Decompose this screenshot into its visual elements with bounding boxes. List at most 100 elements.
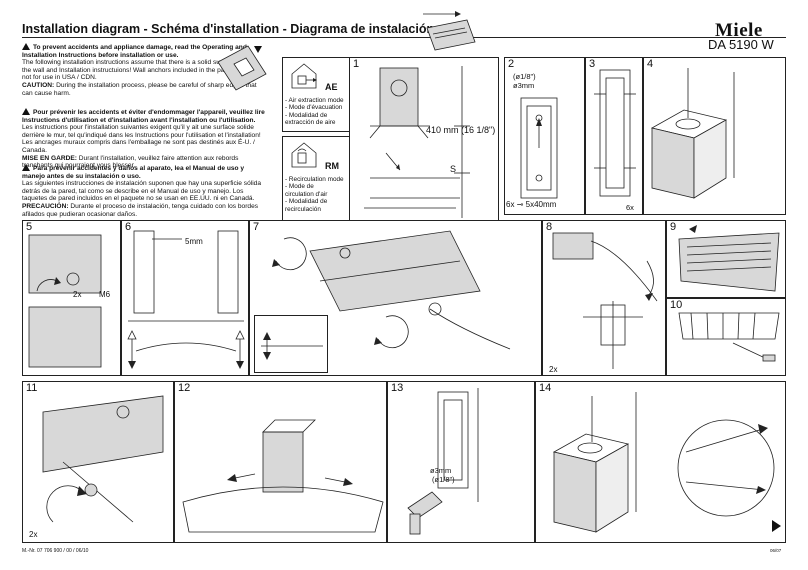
screw-size: 5x40mm — [525, 200, 557, 209]
nut-size: M6 — [99, 290, 111, 299]
page-title: Installation diagram - Schéma d'installa… — [22, 22, 435, 36]
mode-label: - Recirculation mode — [285, 176, 344, 183]
step-2-screw-spec: 6x ⊸ 5x40mm — [506, 200, 556, 209]
step-3-panel: 3 6x — [585, 57, 643, 215]
step-number: 10 — [670, 299, 683, 311]
step-number: 7 — [253, 221, 260, 233]
step-number: 1 — [353, 58, 360, 70]
mode-labels-rm: - Recirculation mode - Mode de circulati… — [285, 176, 344, 213]
screw-icon: ⊸ — [516, 200, 524, 209]
caution-label-en: CAUTION: — [22, 81, 55, 89]
s-label: S — [450, 164, 457, 174]
step-14-final-mount-illustration — [552, 392, 775, 533]
header-rule — [22, 37, 786, 38]
step-number: 6 — [125, 221, 132, 233]
step-7-panel: 7 — [249, 220, 542, 376]
warning-heading-en: To prevent accidents and appliance damag… — [22, 44, 247, 59]
document-code: 06/07 — [770, 548, 782, 553]
step-12-chimney-slide-illustration — [182, 419, 384, 533]
step-2-panel: 2 (ø1/8") ø3mm — [504, 57, 585, 215]
step-number: 13 — [391, 382, 404, 394]
caution-text-en: During the installation process, please … — [22, 81, 257, 97]
warning-body-en: The following installation instructions … — [22, 59, 259, 82]
warning-triangle-icon — [22, 164, 30, 171]
mode-code-ae: AE — [325, 82, 338, 92]
step-13-drill-holes-illustration — [407, 388, 479, 535]
step-6-level-adjust-illustration — [127, 230, 245, 369]
mode-label: - Mode d'évacuation — [285, 104, 343, 112]
step-number: 11 — [26, 382, 38, 394]
hole-size-inch: (ø1/8") — [513, 72, 536, 81]
next-page-arrow-icon — [772, 520, 781, 532]
screw-quantity: 6x — [506, 200, 515, 209]
step-1-panel: 1 410 mm (16 1/8") S — [349, 57, 499, 226]
step-5-panel: 5 2x M6 — [22, 220, 121, 376]
step-7-inset-illustration — [261, 332, 323, 360]
part-quantity: 2x — [29, 530, 38, 539]
step-7-inset — [254, 315, 328, 373]
step-number: 2 — [508, 58, 515, 70]
manual-with-screws-illustration — [423, 11, 476, 51]
mode-label: - Air extraction mode — [285, 97, 344, 104]
step-number: 5 — [26, 221, 33, 233]
step-14-panel: 14 — [535, 381, 786, 543]
warning-heading-es: Para prevenir accidentes y daños al apar… — [22, 165, 245, 180]
hole-size-mm: ø3mm — [513, 81, 535, 90]
house-recirculation-icon — [291, 142, 317, 168]
step-6-panel: 6 5mm — [121, 220, 249, 376]
step-9-panel: 9 — [666, 220, 786, 298]
mode-box-rm: RM - Recirculation mode - Mode de circul… — [282, 136, 350, 226]
step-10-filter-install-illustration — [678, 312, 780, 362]
step-13-panel: 13 ø3mm (ø1/8") — [387, 381, 535, 543]
step-number: 8 — [546, 221, 553, 233]
document-number: M.-Nr. 07 706 900 / 00 / 06/10 — [22, 548, 89, 554]
caution-label-es: PRECAUCIÓN: — [22, 202, 69, 210]
step-10-panel: 10 — [666, 298, 786, 376]
step-9-filter-removal-illustration — [678, 225, 780, 292]
step-number: 12 — [178, 382, 191, 394]
screw-quantity: 6x — [626, 203, 634, 212]
step-8-wrench-illustration — [552, 232, 658, 369]
step-number: 14 — [539, 382, 552, 394]
step-8-panel: 8 2x — [542, 220, 666, 376]
brand-logo: Miele — [715, 20, 763, 41]
step-4-hood-mounting-illustration — [650, 68, 735, 199]
caution-text-es: Durante el proceso de instalación, tenga… — [22, 202, 259, 218]
dimension-label: 410 mm (16 1/8") — [426, 125, 496, 135]
mode-label: recirculación — [285, 205, 321, 213]
model-number: DA 5190 W — [708, 37, 774, 52]
step-2-bracket-drilling-illustration — [520, 97, 558, 199]
step-4-panel: 4 — [643, 57, 786, 215]
warning-heading-fr: Pour prévenir les accidents et éviter d'… — [22, 109, 265, 124]
mode-label: circulation d'air — [285, 190, 328, 198]
warning-body-fr: Les instructions pour l'installation sui… — [22, 124, 261, 154]
step-number: 3 — [589, 58, 596, 70]
step-5-hood-bolt-illustration — [28, 234, 102, 368]
caution-text-fr: Durant l'installation, veuillez faire at… — [22, 154, 239, 170]
step-number: 9 — [670, 221, 677, 233]
part-quantity: 2x — [549, 365, 558, 374]
step-number: 4 — [647, 58, 654, 70]
warning-french: Pour prévenir les accidents et éviter d'… — [22, 108, 267, 170]
caution-label-fr: MISE EN GARDE: — [22, 154, 77, 162]
nut-quantity: 2x — [73, 290, 82, 299]
step-1-wall-measure-illustration — [364, 66, 470, 218]
mode-label: - Modalidad de — [285, 111, 328, 119]
mode-label: - Mode de — [285, 183, 314, 191]
warning-english: To prevent accidents and appliance damag… — [22, 43, 267, 97]
read-manual-illustration — [217, 45, 267, 91]
warning-triangle-icon — [22, 108, 30, 115]
step-7-wrench-tighten-illustration — [272, 230, 511, 350]
house-extraction-icon — [291, 63, 317, 89]
mode-box-ae: AE - Air extraction mode - Mode d'évacua… — [282, 57, 350, 132]
hex-key-size: 5mm — [185, 237, 203, 246]
mode-label: - Modalidad de — [285, 198, 328, 206]
step-12-panel: 12 — [174, 381, 387, 543]
hole-size-mm: ø3mm — [430, 466, 452, 475]
warning-triangle-icon — [22, 43, 30, 50]
mode-labels-ae: - Air extraction mode - Mode d'évacuatio… — [285, 97, 344, 127]
warning-spanish: Para prevenir accidentes y daños al apar… — [22, 164, 267, 218]
mode-code-rm: RM — [325, 161, 339, 171]
step-3-bracket-screw-illustration — [594, 69, 636, 197]
hole-size-inch: (ø1/8") — [432, 475, 455, 484]
